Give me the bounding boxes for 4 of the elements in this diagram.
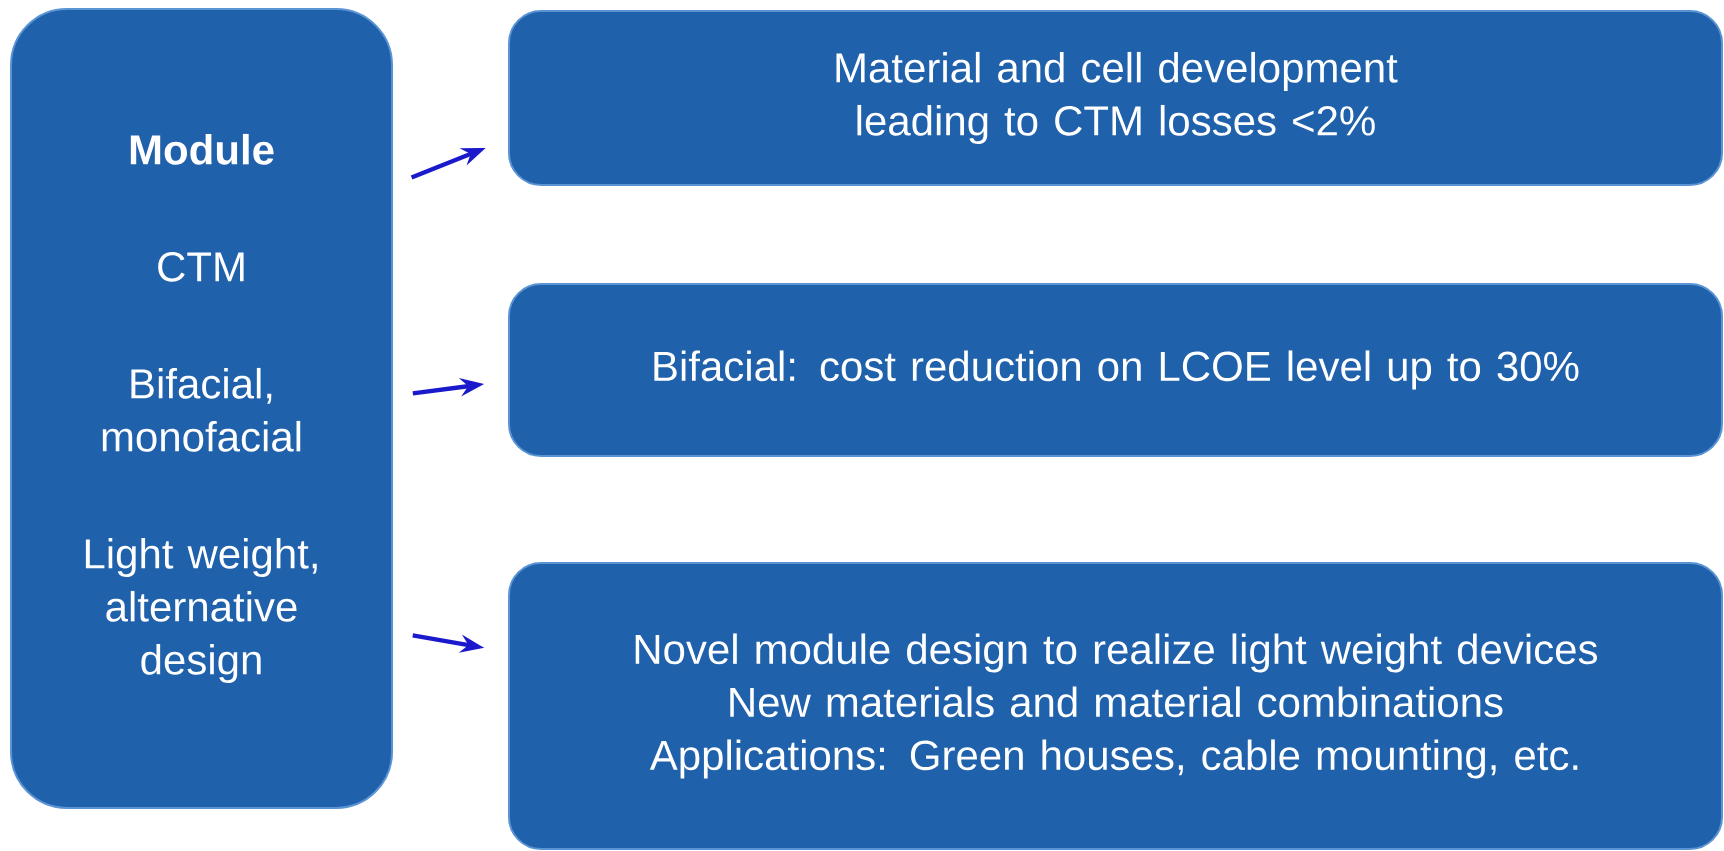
info-box: Novel module design to realize light weight devices New materials and material combinations Applications: Green houses, cable mounting, etc. xyxy=(508,562,1723,850)
info-box: Bifacial: cost reduction on LCOE level up to 30% xyxy=(508,283,1723,457)
info-box: Material and cell development leading to CTM losses <2% xyxy=(508,10,1723,186)
module-panel: Module CTM Bifacial, monofacial Light weight, alternative design xyxy=(10,8,393,809)
